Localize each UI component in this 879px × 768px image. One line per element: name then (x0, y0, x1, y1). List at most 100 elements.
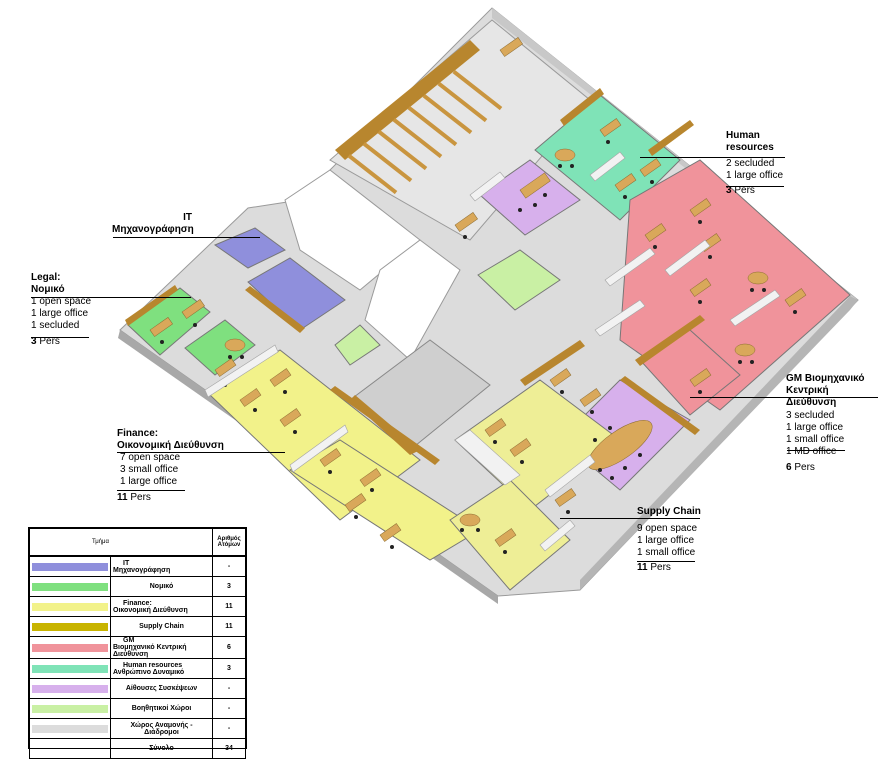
legend-table: Τμήμα Αριθμός Ατόμων (29, 528, 246, 556)
callout-gm-line: 3 secluded (786, 410, 835, 421)
callout-gm-title: GM Βιομηχανικό (786, 373, 865, 384)
callout-finance-subtitle: Οικονομική Διεύθυνση (117, 440, 224, 451)
legend-swatch (29, 658, 111, 679)
legend-header-row: Τμήμα Αριθμός Ατόμων (29, 528, 246, 556)
desks (149, 37, 807, 547)
legend-swatch (29, 576, 111, 597)
legend-dept-name: Αίθουσες Συσκέψεων (110, 678, 213, 699)
chairs (160, 140, 797, 554)
legend-row: Βοηθητικοί Χώροι - (29, 698, 246, 719)
outer-wall-se (580, 296, 858, 590)
legend-swatch (29, 616, 111, 637)
legend-header-count: Αριθμός Ατόμων (212, 528, 246, 556)
legend-swatch-color (32, 622, 108, 631)
rule-supply-sum (637, 561, 695, 562)
legend-swatch-color (32, 582, 108, 591)
callout-hr-line: 2 secluded (726, 158, 775, 169)
rule-finance-sum (117, 490, 185, 491)
legend-dept-name: Βοηθητικοί Χώροι (110, 698, 213, 719)
wood-walls (125, 88, 705, 465)
legend-swatch (29, 718, 111, 739)
rule-supply (560, 518, 700, 519)
gm-pers-label: Pers (791, 462, 815, 473)
legend-dept-name-line: IT (123, 559, 130, 567)
legend-swatch (29, 596, 111, 617)
legend-dept-name: Νομικό (110, 576, 213, 597)
callout-legal: Legal: Νομικό 1 open space 1 large offic… (31, 272, 91, 348)
legend-dept-name-line: Χώρος Αναμονής - Διάδρομοι (130, 721, 193, 736)
callout-it: IT Μηχανογράφηση (112, 212, 194, 236)
callout-legal-pers: 3 Pers (31, 336, 91, 348)
legend-dept-count: 6 (212, 636, 246, 659)
callout-supply-line: 9 open space (637, 523, 698, 534)
rule-legal-sum (31, 337, 89, 338)
legend-dept-count: 11 (212, 596, 246, 617)
legend-dept-name: Finance:Οικονομική Διεύθυνση (110, 596, 213, 617)
callout-hr-title: Human (726, 130, 760, 141)
auditorium-rows (347, 70, 503, 195)
legend-header-dept: Τμήμα (29, 528, 213, 556)
callout-supply-line: 1 large office (637, 535, 695, 546)
callout-supply-line: 1 small office (637, 547, 696, 558)
finance-pers-count: 11 (117, 492, 128, 503)
legend-dept-name-line: Supply Chain (139, 623, 184, 630)
legend-dept-name: Χώρος Αναμονής - Διάδρομοι (110, 718, 213, 739)
callout-gm: GM Βιομηχανικό Κεντρική Διεύθυνση 3 secl… (786, 373, 879, 474)
callout-gm-line: 1 MD office (786, 446, 837, 457)
legend-total-empty (29, 738, 111, 759)
callout-gm-line: 1 large office (786, 422, 844, 433)
hr-pers-count: 3 (726, 185, 732, 196)
callout-hr-pers: 3 Pers (726, 185, 783, 197)
legend-swatch (29, 636, 111, 659)
legend-dept-name-line: GM (123, 637, 135, 644)
callout-legal-line: 1 open space (31, 296, 92, 307)
callout-legal-line: 1 large office (31, 308, 89, 319)
legend-swatch-color (32, 684, 108, 693)
callout-hr-line: 1 large office (726, 170, 784, 181)
supply-pers-label: Pers (647, 562, 671, 573)
legend-dept-name-line: Βοηθητικοί Χώροι (131, 705, 192, 712)
support-area-2 (334, 324, 381, 366)
callout-supply-pers: 11 Pers (637, 562, 701, 574)
finance-pers-label: Pers (127, 492, 151, 503)
legend-dept-count: - (212, 698, 246, 719)
legend-swatch-color (32, 724, 108, 733)
hr-pers-label: Pers (731, 185, 755, 196)
callout-gm-line: 1 small office (786, 434, 845, 445)
callout-it-subtitle: Μηχανογράφηση (112, 224, 194, 235)
it-room-a (213, 227, 286, 269)
rule-hr-sum (726, 186, 784, 187)
legend-dept-name-line: Οικονομική Διεύθυνση (113, 606, 188, 614)
legend-dept-count: 11 (212, 616, 246, 637)
legend-dept-name-line: Ανθρώπινο Δυναμικό (113, 668, 185, 676)
legend-row: Χώρος Αναμονής - Διάδρομοι - (29, 718, 246, 739)
callout-it-title: IT (183, 212, 192, 223)
callout-finance-line: 3 small office (120, 464, 179, 475)
legend-dept-name-line: Finance: (123, 599, 152, 607)
legend-swatch (29, 678, 111, 699)
legend-dept-name-line: Νομικό (149, 583, 174, 590)
partitions (204, 151, 781, 552)
legend-dept-count: - (212, 718, 246, 739)
legend-swatch-color (32, 643, 108, 652)
rule-gm (690, 397, 878, 398)
callout-legal-title: Legal: (31, 272, 61, 283)
callout-finance-title: Finance: (117, 428, 159, 439)
callout-supply-title: Supply Chain (637, 506, 701, 517)
legend-dept-count: 3 (212, 576, 246, 597)
legend-total-label: Σύνολο (110, 738, 213, 759)
legal-room-2 (184, 319, 256, 376)
callout-finance-pers: 11 Pers (117, 492, 224, 504)
rule-hr (640, 157, 785, 158)
rule-gm-sum (787, 450, 845, 451)
legend-dept-count: - (212, 556, 246, 577)
gm-pers-count: 6 (786, 462, 792, 473)
rule-legal (31, 297, 191, 298)
